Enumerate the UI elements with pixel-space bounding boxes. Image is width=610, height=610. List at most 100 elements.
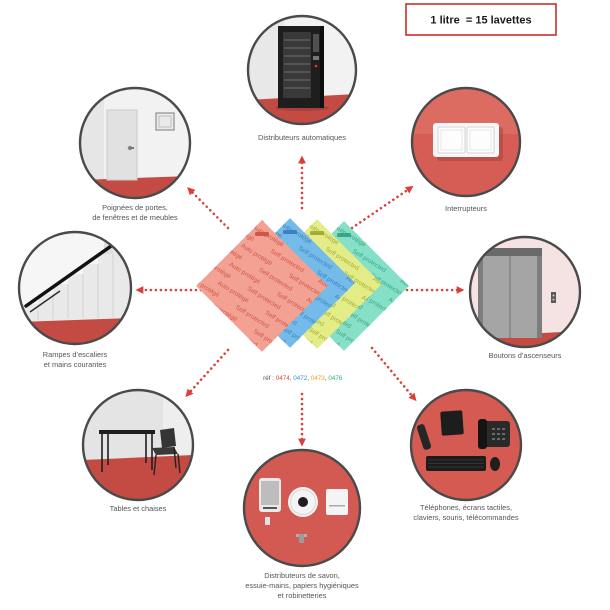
cloth-printed-text: Self protected — [240, 347, 277, 373]
reference-prefix: réf : — [263, 375, 276, 382]
category-label: Rampes d’escaliers — [43, 350, 108, 359]
cloth-printed-text: Auto protégé — [395, 238, 429, 263]
cloth-printed-text: Self protected — [169, 250, 206, 276]
category-label: Distributeurs automatiques — [258, 133, 346, 142]
cloth-shape — [196, 220, 328, 352]
cloth-printed-text: Auto protégé — [193, 317, 227, 342]
category-label: et robinetteries — [278, 591, 327, 600]
reference-separator: , — [325, 375, 329, 382]
category-circle-border — [242, 448, 362, 568]
elevator-lintel — [478, 248, 542, 256]
table-top — [99, 430, 155, 434]
category-circle-border — [409, 388, 523, 502]
arrow-to-switches — [350, 185, 414, 230]
cloth-logo-mark — [310, 231, 324, 235]
cloth-printed-text: Self protected — [306, 401, 343, 427]
toilet-paper-dispenser-rim — [290, 489, 316, 515]
cloth-printed-text: Self protected — [211, 341, 248, 367]
window — [155, 112, 175, 131]
switch-rocker-right — [466, 126, 495, 154]
cloth-printed-text: Self protected — [345, 379, 382, 405]
desk-phone-handset — [478, 419, 487, 449]
paper-dispenser-slot — [329, 505, 345, 507]
keyboard-rows — [428, 459, 484, 468]
cloth-printed-text: Self protected — [317, 382, 354, 408]
cloth-printed-text: Auto protégé — [378, 318, 412, 343]
reference-code: 0472 — [293, 375, 308, 382]
category-circle-border — [78, 86, 192, 200]
badge-text: 1 litre = 15 lavettes — [430, 15, 531, 27]
cloth-logo-mark — [283, 230, 297, 234]
stair-edges — [37, 254, 114, 320]
category-circle-border — [246, 14, 358, 126]
category-elevator-buttons: Boutons d’ascenseurs — [468, 235, 582, 360]
key — [502, 438, 505, 440]
switch-inner-right — [469, 129, 492, 151]
category-phones: Téléphones, écrans tactiles, claviers, s… — [409, 388, 523, 522]
cloth-printed-text: Self protected — [268, 344, 305, 370]
cloth-logo-mark — [255, 232, 269, 236]
reference-separator: , — [307, 375, 311, 382]
category-tables-chairs: Tables et chaises — [81, 388, 195, 513]
table-legs — [101, 434, 153, 472]
chair-leg — [177, 453, 181, 474]
category-circle-border — [410, 86, 522, 198]
category-label: claviers, souris, télécommandes — [413, 513, 518, 522]
cloth-printed-text: Auto protégé — [343, 374, 377, 399]
cloth-printed-text: Self protected — [145, 287, 182, 313]
cloth-printed-text: Auto protégé — [175, 293, 209, 318]
cloth-printed-text: Auto protégé — [410, 259, 444, 284]
machine-keypad — [313, 34, 319, 52]
capacity-badge: 1 litre = 15 lavettes — [405, 3, 557, 36]
cloth-printed-text: Self protected — [361, 399, 398, 425]
cloth-printed-text: Auto protégé — [405, 320, 439, 345]
cloth-printed-text: Auto protégé — [191, 309, 225, 334]
machine-light — [314, 64, 318, 68]
reference-separator: , — [290, 375, 294, 382]
cloth-printed-text: Auto protégé — [222, 218, 256, 243]
machine-glass — [283, 32, 311, 98]
key — [492, 438, 495, 440]
reference-codes: réf : 0474, 0472, 0473, 0476 — [254, 375, 347, 382]
reference-code: 0474 — [276, 375, 291, 382]
phone-keyboard-illustration — [411, 390, 521, 500]
cloth-printed-text: Self protected — [243, 172, 280, 198]
cloth-printed-text: Self protected — [396, 343, 433, 369]
elevator-button — [552, 298, 555, 301]
category-label: Distributeurs de savon, — [264, 571, 340, 580]
cloth-printed-text: Self protected — [295, 345, 332, 371]
category-label: et mains courantes — [44, 360, 107, 369]
cloth-printed-text: Self protected — [192, 213, 229, 239]
cloth-printed-text: Self protected — [286, 194, 323, 220]
tablet — [440, 410, 464, 436]
cloth-printed-text: Auto protégé — [422, 240, 456, 265]
cloth-logo-mark — [337, 233, 351, 237]
window-pane — [158, 115, 172, 128]
cloth-printed-text: Auto protégé — [298, 349, 332, 374]
key — [502, 428, 505, 430]
cloth-printed-text: Auto protégé — [390, 300, 424, 325]
cloth-printed-text: Auto protégé — [261, 197, 295, 222]
category-circle-border — [81, 388, 195, 502]
cloth-printed-text: Self protected — [215, 175, 252, 201]
desk-phone-keypad — [492, 428, 505, 440]
door-handle — [129, 147, 134, 149]
cloth-printed-text: Self protected — [411, 363, 448, 389]
chair-legs — [153, 446, 181, 476]
cloth-printed-text: Auto protégé — [417, 302, 451, 327]
towel-dispenser-slot — [263, 507, 277, 509]
category-label: essuie-mains, papiers hygiéniques — [245, 581, 359, 590]
chair-backrest — [160, 428, 176, 448]
badge-border — [405, 3, 557, 36]
cloth-printed-text: Self protected — [232, 191, 269, 217]
cloth-printed-text: Self protected — [392, 304, 429, 330]
mouse — [490, 457, 500, 471]
cloth-printed-text: Auto protégé — [413, 262, 447, 287]
cloth-printed-text: Self protected — [434, 326, 471, 352]
cloth-printed-text: Auto protégé — [233, 200, 267, 225]
key — [502, 433, 505, 435]
category-label: Poignées de portes, — [102, 203, 168, 212]
reference-code: 0476 — [328, 375, 343, 382]
cloth-printed-text: Auto protégé — [327, 181, 361, 206]
